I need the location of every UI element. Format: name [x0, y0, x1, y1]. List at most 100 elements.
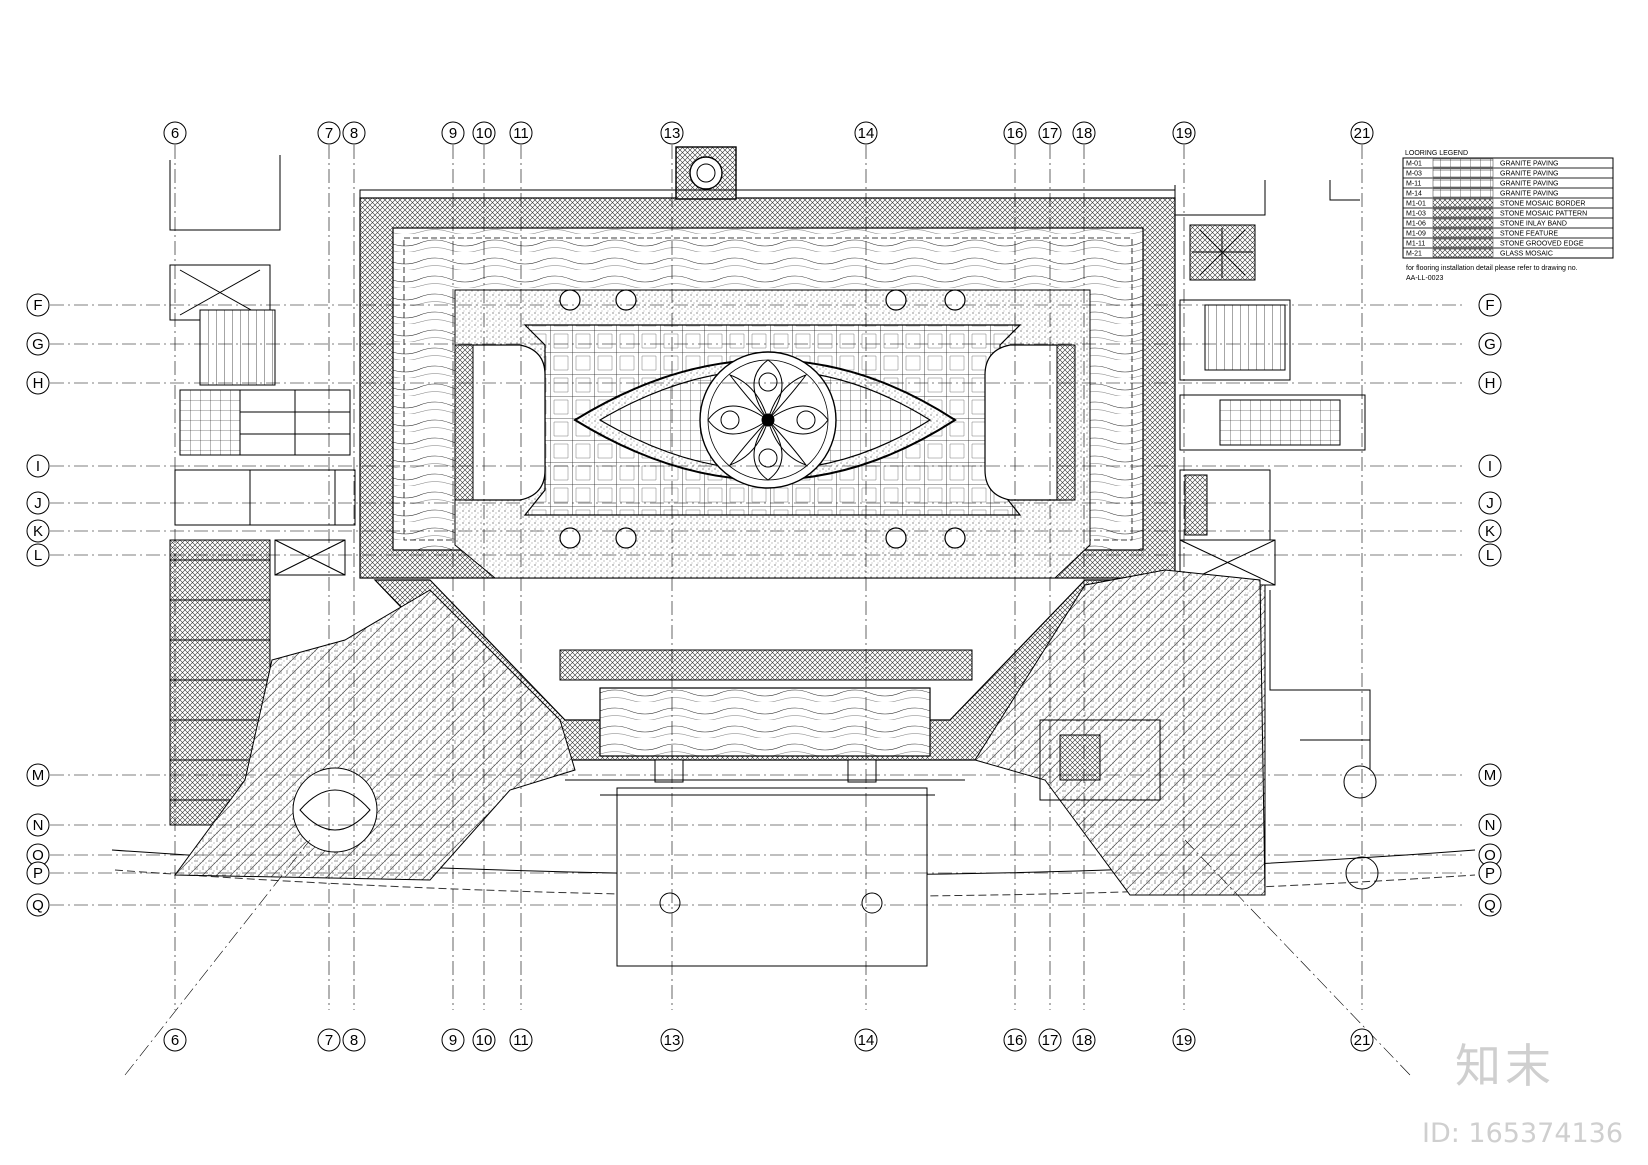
grid-bubble-right: M [1478, 763, 1502, 787]
legend-desc: GRANITE PAVING [1500, 181, 1558, 188]
grid-bubble-left-label: Q [32, 897, 44, 914]
grid-bubble-left-label: I [36, 458, 40, 475]
grid-bubble-top-label: 19 [1176, 125, 1193, 142]
grid-bubble-left: I [26, 454, 50, 478]
grid-bubble-right: J [1478, 491, 1502, 515]
grid-bubble-right: F [1478, 293, 1502, 317]
grid-bubble-right-label: N [1485, 817, 1496, 834]
grid-bubble-top-label: 7 [325, 125, 333, 142]
grid-bubble-left-label: H [33, 375, 44, 392]
grid-bubble-bottom: 21 [1350, 1028, 1374, 1052]
legend-desc: GRANITE PAVING [1500, 171, 1558, 178]
grid-bubble-left: Q [26, 893, 50, 917]
grid-bubble-left: J [26, 491, 50, 515]
grid-bubble-right: P [1478, 861, 1502, 885]
grid-bubble-left-label: N [33, 817, 44, 834]
grid-bubble-right: G [1478, 332, 1502, 356]
grid-bubble-top: 6 [163, 121, 187, 145]
grid-bubble-top: 11 [509, 121, 533, 145]
legend-desc: STONE INLAY BAND [1500, 221, 1567, 228]
grid-bubble-left: M [26, 763, 50, 787]
entrance-portico [373, 579, 1142, 796]
grid-bubble-bottom-label: 16 [1007, 1032, 1024, 1049]
grid-bubble-bottom-label: 10 [476, 1032, 493, 1049]
grid-bubble-bottom: 14 [854, 1028, 878, 1052]
grid-bubble-bottom-label: 17 [1042, 1032, 1059, 1049]
grid-bubble-right: Q [1478, 893, 1502, 917]
grid-bubble-left-label: P [33, 865, 43, 882]
legend-desc: GRANITE PAVING [1500, 161, 1558, 168]
grid-bubble-bottom-label: 8 [350, 1032, 358, 1049]
grid-bubble-left-label: O [32, 847, 44, 864]
legend-code: M-01 [1406, 161, 1422, 168]
legend-code: M1-06 [1406, 221, 1426, 228]
grid-bubble-bottom: 7 [317, 1028, 341, 1052]
grid-bubble-bottom: 13 [660, 1028, 684, 1052]
grid-bubble-left: N [26, 813, 50, 837]
legend-code: M1-09 [1406, 231, 1426, 238]
grid-bubble-top-label: 16 [1007, 125, 1024, 142]
legend-code: M-14 [1406, 191, 1422, 198]
watermark-id: ID: 165374136 [1422, 1118, 1624, 1149]
grid-bubble-bottom: 10 [472, 1028, 496, 1052]
grid-bubble-left-label: L [34, 547, 42, 564]
grid-bubble-right-label: G [1484, 336, 1496, 353]
grid-bubble-left: H [26, 371, 50, 395]
grid-bubble-top: 9 [441, 121, 465, 145]
grid-bubble-right-label: H [1485, 375, 1496, 392]
legend-note-ref: AA-LL-0023 [1406, 275, 1443, 282]
grid-bubble-top-label: 6 [171, 125, 179, 142]
grid-bubble-top: 7 [317, 121, 341, 145]
grid-bubble-top-label: 11 [513, 125, 529, 142]
grid-bubble-top: 19 [1172, 121, 1196, 145]
legend-desc: STONE MOSAIC PATTERN [1500, 211, 1587, 218]
grid-bubble-top-label: 17 [1042, 125, 1059, 142]
plaza-base [111, 787, 1476, 967]
grid-bubble-right-label: K [1485, 523, 1495, 540]
legend-desc: STONE MOSAIC BORDER [1500, 201, 1585, 208]
grid-bubble-right: H [1478, 371, 1502, 395]
grid-bubble-top: 18 [1072, 121, 1096, 145]
grid-bubble-right-label: M [1484, 767, 1497, 784]
grid-bubble-left-label: F [33, 297, 42, 314]
grid-bubble-right-label: Q [1484, 897, 1496, 914]
grid-bubble-right: K [1478, 519, 1502, 543]
top-feature [359, 146, 1176, 200]
grid-bubble-bottom-label: 7 [325, 1032, 333, 1049]
grid-bubble-top: 16 [1003, 121, 1027, 145]
grid-bubble-right: O [1478, 843, 1502, 867]
legend-desc: STONE FEATURE [1500, 231, 1558, 238]
legend-code: M1-01 [1406, 201, 1426, 208]
grid-bubble-right-label: L [1486, 547, 1494, 564]
grid-bubble-right-label: F [1485, 297, 1494, 314]
grid-bubble-top-label: 14 [858, 125, 875, 142]
grid-bubble-bottom-label: 9 [449, 1032, 457, 1049]
grid-bubble-top-label: 9 [449, 125, 457, 142]
grid-bubble-bottom-label: 19 [1176, 1032, 1193, 1049]
main-hall [359, 197, 1176, 579]
grid-bubble-bottom: 19 [1172, 1028, 1196, 1052]
legend-code: M-11 [1406, 181, 1422, 188]
grid-bubble-right: I [1478, 454, 1502, 478]
grid-bubble-bottom-label: 14 [858, 1032, 875, 1049]
legend-code: M1-03 [1406, 211, 1426, 218]
legend-desc: STONE GROOVED EDGE [1500, 241, 1584, 248]
grid-bubble-left: L [26, 543, 50, 567]
grid-bubble-top: 10 [472, 121, 496, 145]
legend-title: LOORING LEGEND [1405, 150, 1468, 157]
grid-bubble-top: 17 [1038, 121, 1062, 145]
grid-bubble-bottom: 6 [163, 1028, 187, 1052]
grid-bubble-bottom: 17 [1038, 1028, 1062, 1052]
grid-bubble-top-label: 21 [1354, 125, 1371, 142]
legend-desc: GLASS MOSAIC [1500, 251, 1553, 258]
grid-bubble-left-label: J [34, 495, 42, 512]
grid-bubble-left-label: M [32, 767, 45, 784]
legend-row: M1-09 STONE FEATURE [1402, 227, 1614, 239]
grid-bubble-left-label: G [32, 336, 44, 353]
grid-bubble-left: F [26, 293, 50, 317]
grid-bubble-bottom: 9 [441, 1028, 465, 1052]
grid-bubble-top-label: 10 [476, 125, 493, 142]
